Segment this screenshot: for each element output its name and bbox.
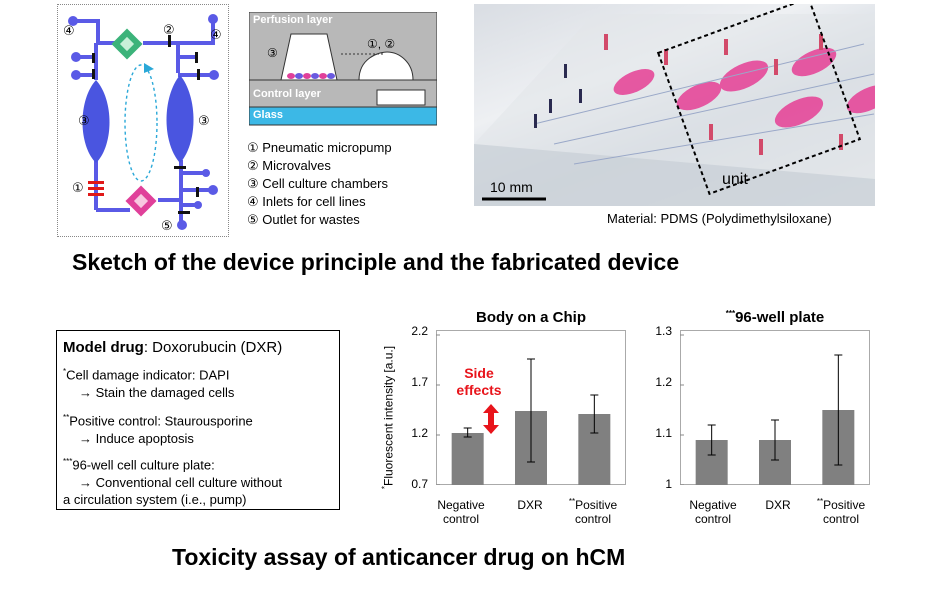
pump-bars [88, 181, 104, 196]
indicator-detail: → Stain the damaged cells [79, 385, 235, 400]
legend-item-inlets: ④ Inlets for cell lines [247, 194, 366, 209]
positive-control-line: **Positive control: Staurousporine [63, 413, 253, 429]
side-label: Side [464, 365, 494, 381]
material-caption: Material: PDMS (Polydimethylsiloxane) [607, 211, 832, 226]
chart1-ytick-0: 2.2 [411, 324, 428, 338]
circulation-arrow [124, 64, 158, 182]
heading-bottom: Toxicity assay of anticancer drug on hCM [172, 544, 626, 570]
chart1-errorbar-2 [590, 394, 599, 434]
chart2-cat-1: DXR [765, 498, 791, 512]
chart1-ytick-3: 0.7 [411, 477, 428, 491]
positive-control-mark: ** [63, 413, 70, 422]
y-axis-label-mark: * [380, 485, 390, 490]
microvalve-bars [92, 35, 200, 214]
chart1-errorbar-0 [463, 427, 472, 438]
label-inlet-right: ④ [210, 27, 222, 42]
chart2-plot [680, 334, 855, 485]
model-drug-line: Model drug: Doxorubucin (DXR) [63, 339, 282, 356]
valve-dome-shape [358, 51, 414, 81]
label-outlet: ⑤ [161, 218, 173, 233]
chart1-plot [436, 334, 611, 485]
drug-info-box: Model drug: Doxorubucin (DXR) *Cell dama… [56, 330, 340, 510]
indicator-mark: * [63, 367, 67, 376]
label-inlet-left: ④ [63, 23, 75, 38]
unit-outline [656, 4, 862, 196]
control-channel-shape [376, 89, 426, 106]
chart1-errorbar-1 [527, 358, 535, 463]
chart2-ytick-0: 1.3 [655, 324, 672, 338]
label-pump: ① [72, 180, 84, 195]
well-plate-detail-2: a circulation system (i.e., pump) [63, 492, 247, 507]
legend-item-chambers: ③ Cell culture chambers [247, 176, 388, 191]
perfusion-layer-label: Perfusion layer [253, 14, 333, 26]
side-effects-arrow-icon [483, 404, 499, 434]
indicator-line: *Cell damage indicator: DAPI [63, 367, 230, 383]
scale-label: 10 mm [490, 179, 533, 195]
legend: ① Pneumatic micropump ② Microvalves ③ Ce… [247, 140, 457, 230]
glass-label: Glass [253, 109, 283, 121]
chart1-bar-0 [451, 433, 484, 485]
chamber-label: ③ [267, 46, 278, 60]
chart2-errorbar-2 [834, 354, 843, 466]
model-drug-label: Model drug [63, 339, 144, 356]
chart2-ytick-2: 1.1 [655, 426, 672, 440]
legend-item-valves: ② Microvalves [247, 158, 331, 173]
heading-top: Sketch of the device principle and the f… [72, 249, 680, 275]
device-sketch-svg [68, 14, 219, 230]
model-drug-value: : Doxorubucin (DXR) [143, 339, 283, 356]
stained-chambers [613, 47, 875, 128]
device-sketch-panel: ④ ② ④ ③ ③ ① ⑤ [57, 4, 229, 237]
chart1-cat-1: DXR [517, 498, 543, 512]
well-plate-detail-1: → Conventional cell culture without [79, 475, 283, 490]
unit-label: unit [722, 171, 748, 188]
chart2-ytick-3: 1 [665, 477, 672, 491]
cells-shape [287, 73, 335, 79]
well-plate-line: ***96-well cell culture plate: [63, 457, 215, 473]
legend-item-pump: ① Pneumatic micropump [247, 140, 392, 155]
control-layer-label: Control layer [253, 88, 321, 100]
port-circles [68, 14, 219, 230]
chart2-errorbar-1 [771, 419, 779, 461]
chart2-title-mark: *** [725, 309, 736, 318]
side-effects-annotation: Side effects [448, 365, 510, 399]
glass-layer-shape [249, 106, 437, 126]
positive-control-detail: → Induce apoptosis [79, 431, 194, 446]
label-chamber-left: ③ [78, 113, 90, 128]
device-photo: 10 mm unit [474, 4, 875, 206]
tubing-pins [604, 34, 843, 155]
valve-label: ①, ② [367, 37, 396, 51]
y-axis-label: *Fluorescent intensity [a.u.] [381, 333, 396, 503]
chart2-ytick-1: 1.2 [655, 375, 672, 389]
effects-label: effects [456, 382, 502, 398]
cross-section-diagram: Perfusion layer ③ ①, ② Control layer Gla… [249, 12, 437, 130]
chart1-title: Body on a Chip [476, 309, 586, 326]
y-axis-label-text: Fluorescent intensity [a.u.] [381, 345, 396, 486]
chart1-ytick-2: 1.2 [411, 426, 428, 440]
chamber-left-shape [82, 80, 110, 163]
chart2-errorbar-0 [707, 424, 716, 456]
chart1-ytick-1: 1.7 [411, 375, 428, 389]
label-valve: ② [163, 22, 175, 37]
well-plate-mark: *** [63, 457, 73, 466]
legend-item-outlet: ⑤ Outlet for wastes [247, 212, 360, 227]
label-chamber-right: ③ [198, 113, 210, 128]
culture-chamber-shape [280, 33, 338, 81]
chart2-title: ***96-well plate [725, 309, 825, 326]
chamber-right-shape [166, 75, 194, 163]
